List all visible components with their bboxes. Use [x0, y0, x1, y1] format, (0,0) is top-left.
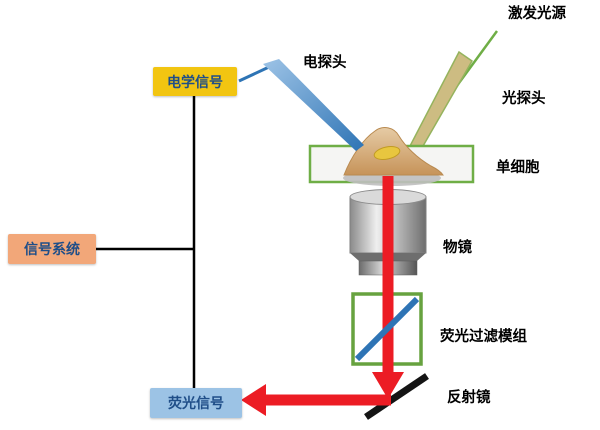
electrical-probe-wire — [238, 65, 270, 83]
reflection-mirror-shape — [364, 373, 429, 420]
optical-probe-label: 光探头 — [502, 91, 546, 107]
single-cell-label: 单细胞 — [496, 160, 540, 176]
fluorescence-signal-box: 荧光信号 — [150, 388, 242, 418]
beam-horizontal-arrowhead — [241, 384, 266, 416]
dichroic-diagonal — [354, 296, 420, 362]
excitation-source-label: 激发光源 — [508, 6, 566, 22]
electrical-signal-box-label: 电学信号 — [167, 74, 223, 91]
cell-nucleus-shape — [373, 146, 401, 160]
objective-lens-label: 物镜 — [443, 240, 472, 256]
fluorescence-signal-box-label: 荧光信号 — [168, 396, 224, 412]
signal-system-box: 信号系统 — [8, 234, 96, 264]
optical-probe-shape — [409, 50, 473, 155]
beam-vertical-arrowhead — [372, 372, 404, 399]
electrical-probe-label: 电探头 — [303, 55, 347, 71]
electrical-signal-box: 电学信号 — [153, 67, 237, 96]
electrical-probe-shape — [263, 59, 364, 151]
fluorescence-filter-module-label: 荧光过滤模组 — [440, 329, 527, 345]
reflection-mirror-label: 反射镜 — [447, 390, 491, 406]
signal-system-box-label: 信号系统 — [24, 242, 80, 258]
